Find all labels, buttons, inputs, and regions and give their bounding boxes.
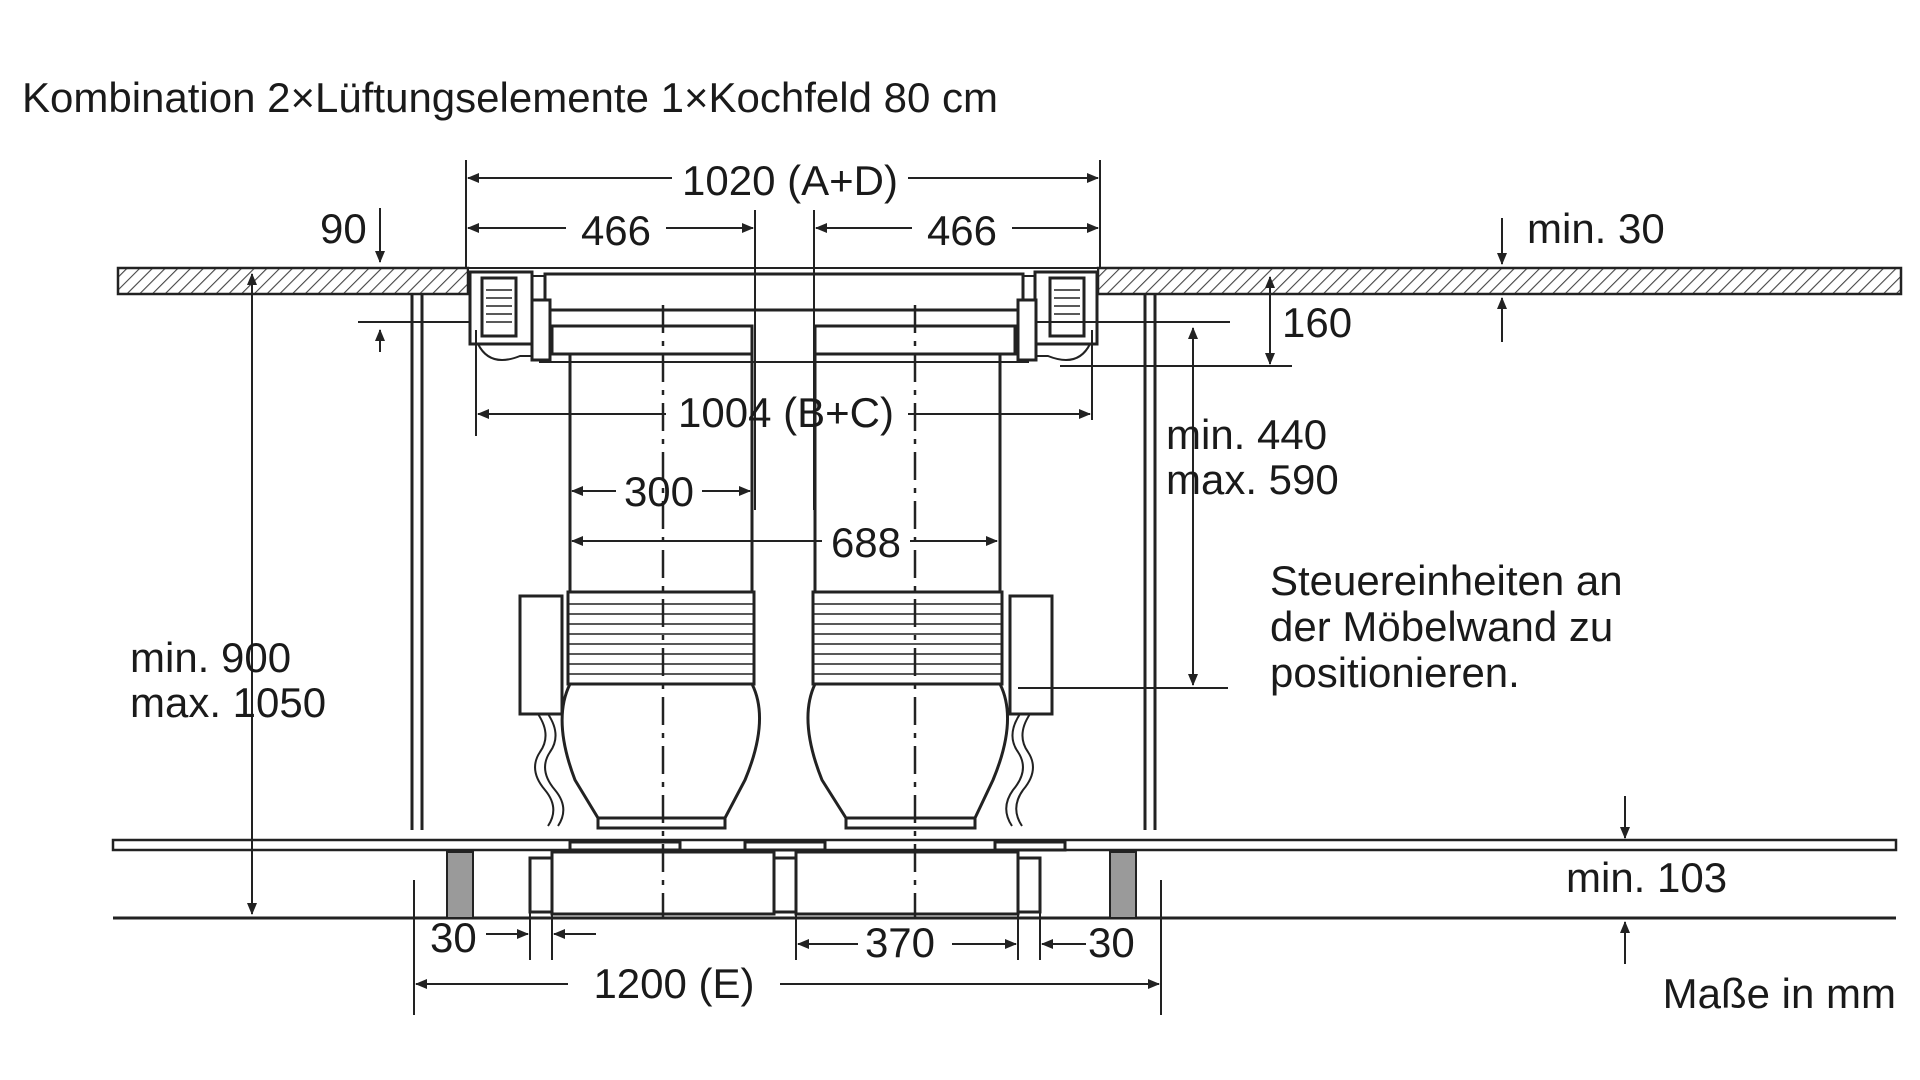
base-shelf — [111, 838, 1898, 852]
dim-element-span: 688 — [831, 519, 901, 566]
cabinet-walls — [410, 294, 1157, 830]
control-unit-left — [518, 594, 565, 827]
dim-right-half: 466 — [927, 207, 997, 254]
dim-plinth-right: 30 — [1088, 919, 1135, 966]
dim-cutout-depth: 160 — [1282, 299, 1352, 346]
duct-right — [806, 354, 1009, 830]
dim-worktop-min: min. 30 — [1527, 205, 1665, 252]
control-unit-right — [1005, 594, 1228, 827]
dim-left-half: 466 — [581, 207, 651, 254]
center-lines — [661, 305, 917, 918]
dim-plinth-min: min. 103 — [1566, 854, 1727, 901]
dim-top-left-depth: 90 — [320, 205, 367, 252]
note-line-2: der Möbelwand zu — [1270, 603, 1613, 650]
cooktop-frame — [468, 270, 1099, 363]
dimension-labels: 1020 (A+D) 466 466 90 min. 30 160 1004 (… — [130, 157, 1727, 1007]
dim-plinth-left: 30 — [430, 914, 477, 961]
duct-left — [560, 354, 761, 830]
units-label: Maße in mm — [1663, 970, 1896, 1017]
dim-cabinet-width: 1200 (E) — [593, 960, 754, 1007]
dim-unit-height-min: min. 440 — [1166, 411, 1327, 458]
diagram-title: Kombination 2×Lüftungselemente 1×Kochfel… — [22, 74, 998, 121]
dim-height-max: max. 1050 — [130, 679, 326, 726]
dim-element-width: 300 — [624, 468, 694, 515]
dim-total-width: 1020 (A+D) — [682, 157, 898, 204]
extension-lines — [358, 160, 1292, 1015]
dim-height-min: min. 900 — [130, 634, 291, 681]
dimension-lines — [247, 173, 1630, 989]
note-line-3: positionieren. — [1270, 649, 1520, 696]
dim-module-width: 370 — [865, 919, 935, 966]
note-line-1: Steuereinheiten an — [1270, 557, 1623, 604]
dim-unit-height-max: max. 590 — [1166, 456, 1339, 503]
dim-inner-width: 1004 (B+C) — [678, 389, 894, 436]
control-unit-note: Steuereinheiten an der Möbelwand zu posi… — [1270, 557, 1623, 696]
